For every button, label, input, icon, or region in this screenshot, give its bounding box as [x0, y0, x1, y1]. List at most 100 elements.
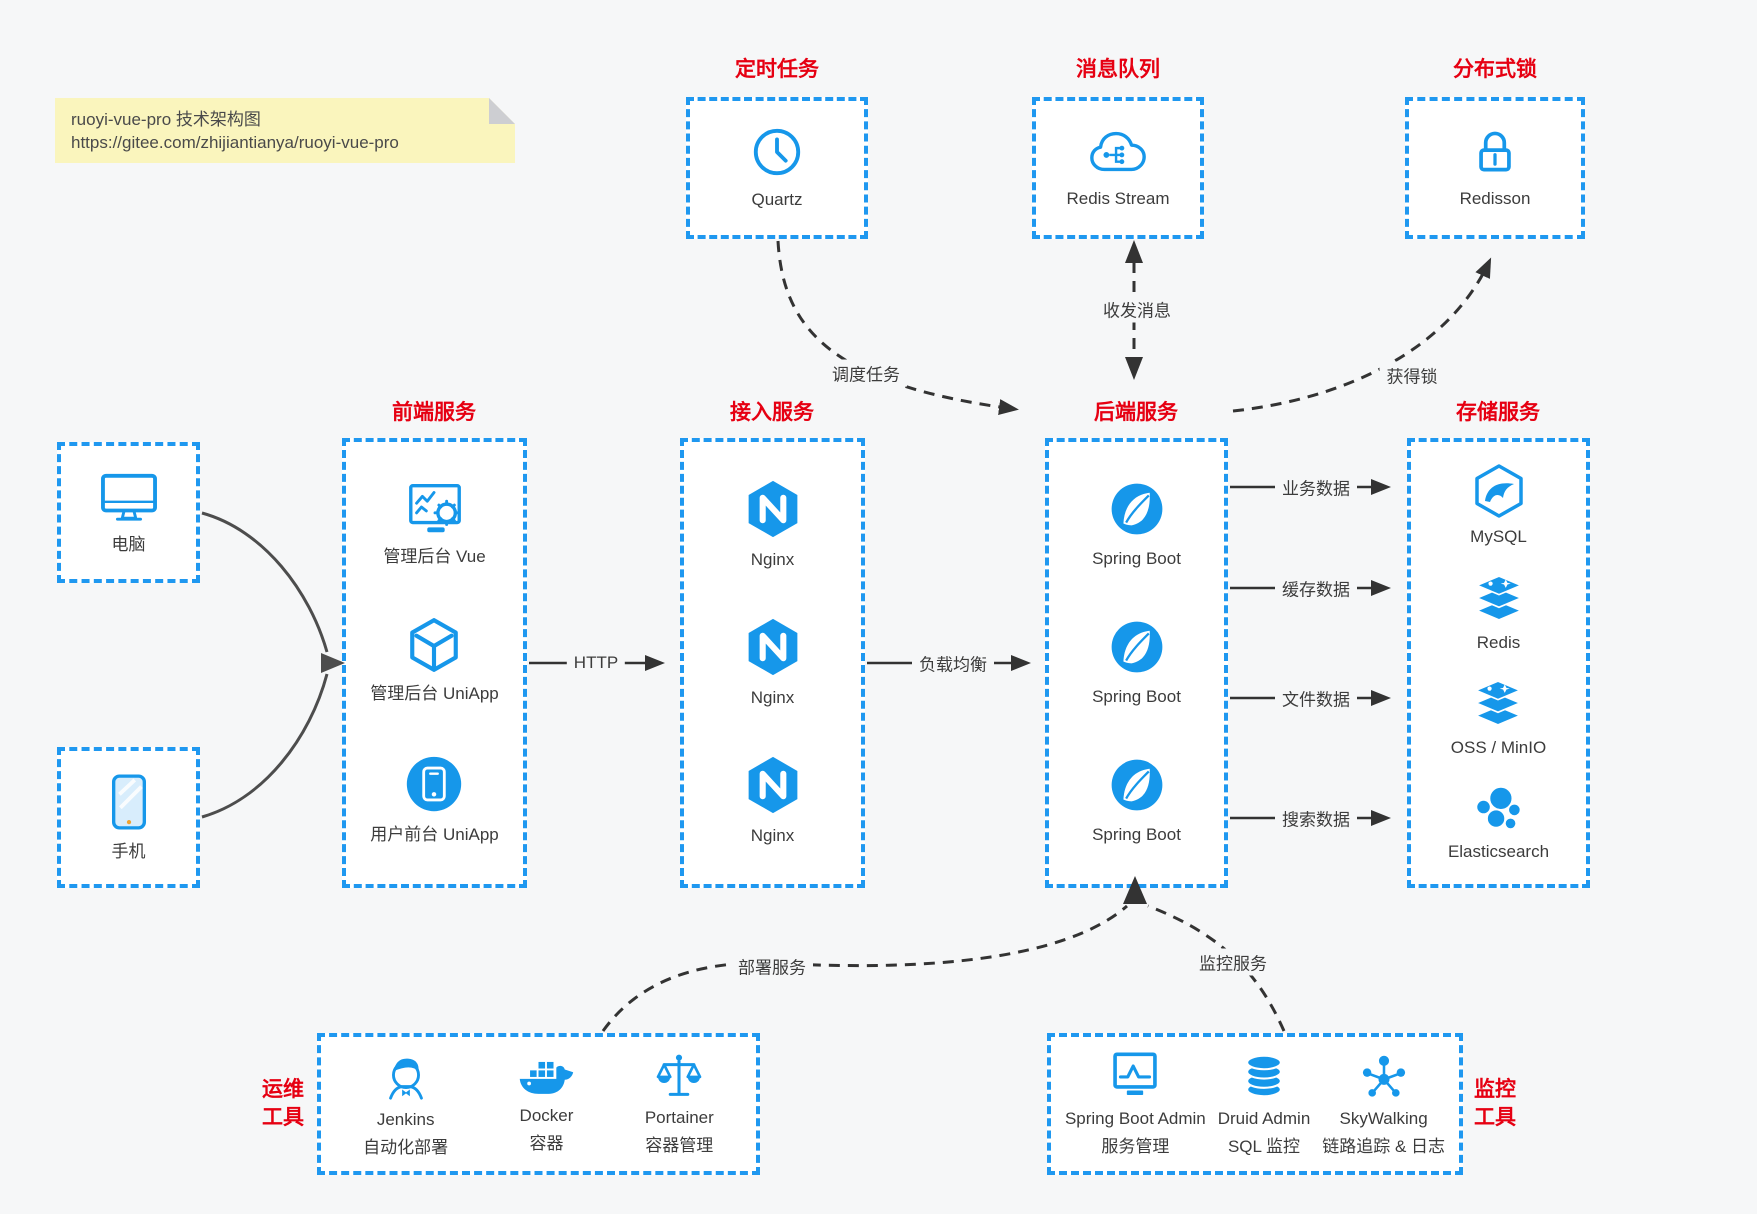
edge-label-monitor: 监控服务 [1192, 948, 1274, 976]
node-label: MySQL [1470, 527, 1527, 547]
node-label: Redis [1476, 632, 1521, 652]
phone-icon [111, 773, 146, 830]
title-monitor-line1: 监控 [1474, 1078, 1516, 1101]
lock-icon [1479, 131, 1511, 172]
admin-vue-icon [408, 484, 461, 533]
box-backend: Spring Boot Spring Boot Spring Boot [1045, 438, 1228, 888]
node-redisson: Redisson [1459, 126, 1531, 210]
node-spring-boot-1: Spring Boot [1092, 480, 1181, 570]
node-label: Spring Boot [1092, 549, 1181, 568]
druid-icon [1246, 1054, 1282, 1098]
node-sublabel: 服务管理 [1101, 1137, 1170, 1156]
node-elasticsearch: Elasticsearch [1448, 782, 1549, 863]
edge-label-business-data: 业务数据 [1275, 473, 1357, 501]
box-storage: MySQL Redis OSS / MinIO [1407, 438, 1590, 888]
node-label: OSS / MinIO [1450, 738, 1547, 758]
nginx-icon [748, 480, 797, 538]
title-ops-line2: 工具 [262, 1106, 304, 1129]
node-desktop: 电脑 [98, 470, 160, 556]
messages-arrowhead-down [1125, 357, 1143, 380]
title-frontend: 前端服务 [392, 401, 476, 424]
node-label: Spring Boot [1092, 687, 1181, 706]
node-portainer: Portainer 容器管理 [645, 1051, 714, 1157]
node-sublabel: 链路追踪 & 日志 [1322, 1137, 1446, 1156]
note-fold-corner [489, 98, 515, 124]
node-label: Redis Stream [1066, 189, 1170, 208]
node-druid-admin: Druid Admin SQL 监控 [1217, 1050, 1311, 1158]
node-label: Druid Admin [1217, 1109, 1311, 1128]
uniapp-cube-icon [410, 618, 459, 672]
edge-label-lock: 获得锁 [1379, 361, 1445, 389]
title-distributed-lock: 分布式锁 [1453, 58, 1537, 81]
clock-icon [753, 128, 801, 176]
node-label: Spring Boot Admin [1064, 1109, 1206, 1128]
edge-label-load-balance: 负载均衡 [912, 649, 994, 677]
mysql-icon [1474, 464, 1523, 518]
elasticsearch-icon [1475, 785, 1523, 830]
skywalking-icon [1362, 1055, 1405, 1097]
node-sublabel: SQL 监控 [1227, 1137, 1301, 1156]
box-monitor-tools: Spring Boot Admin 服务管理 Druid Admin SQL 监… [1047, 1033, 1463, 1175]
edge-acquire-lock [1232, 257, 1492, 413]
node-sublabel: 容器管理 [645, 1136, 714, 1155]
box-frontend: 管理后台 Vue 管理后台 UniApp 用户前台 UniApp [342, 438, 527, 888]
node-label: Redisson [1459, 189, 1531, 208]
node-label: 电脑 [111, 534, 146, 554]
edge-label-schedule: 调度任务 [825, 359, 907, 387]
node-spring-boot-2: Spring Boot [1092, 618, 1181, 708]
node-redis: Redis [1472, 571, 1526, 654]
node-label: 管理后台 Vue [383, 547, 486, 567]
edge-phone-to-frontend [201, 673, 329, 819]
title-backend: 后端服务 [1094, 401, 1178, 424]
edge-label-file-data: 文件数据 [1275, 684, 1357, 712]
sticky-note: ruoyi-vue-pro 技术架构图 https://gitee.com/zh… [55, 98, 515, 163]
edge-label-cache-data: 缓存数据 [1275, 574, 1357, 602]
note-url: https://gitee.com/zhijiantianya/ruoyi-vu… [71, 133, 399, 152]
nginx-icon [748, 756, 797, 814]
spring-boot-icon [1111, 621, 1162, 673]
redis-icon [1474, 574, 1523, 621]
node-label: 手机 [111, 841, 146, 861]
oss-icon [1474, 680, 1523, 727]
node-phone: 手机 [106, 773, 152, 863]
node-sublabel: 自动化部署 [363, 1138, 449, 1157]
box-gateway: Nginx Nginx Nginx [680, 438, 865, 888]
edge-label-deploy: 部署服务 [731, 952, 813, 980]
node-quartz: Quartz [750, 125, 804, 211]
node-jenkins: Jenkins 自动化部署 [363, 1049, 448, 1159]
box-message-queue: Redis Stream [1032, 97, 1204, 239]
node-label: Portainer [644, 1108, 714, 1127]
node-sublabel: 容器 [529, 1134, 564, 1153]
node-user-uniapp: 用户前台 UniApp [370, 754, 499, 846]
node-spring-boot-3: Spring Boot [1092, 756, 1181, 846]
title-monitor-line2: 工具 [1474, 1106, 1516, 1129]
node-nginx-1: Nginx [743, 479, 803, 571]
node-nginx-2: Nginx [743, 617, 803, 709]
box-scheduled-task: Quartz [686, 97, 868, 239]
node-redis-stream: Redis Stream [1066, 126, 1170, 210]
node-label: Nginx [750, 826, 795, 845]
box-phone-client: 手机 [57, 747, 200, 888]
node-label: SkyWalking [1339, 1109, 1428, 1128]
edge-label-search-data: 搜索数据 [1275, 804, 1357, 832]
node-label: Nginx [750, 550, 795, 569]
node-nginx-3: Nginx [743, 755, 803, 847]
box-distributed-lock: Redisson [1405, 97, 1585, 239]
node-label: Elasticsearch [1447, 841, 1550, 861]
node-label: Spring Boot [1092, 825, 1181, 844]
spring-boot-icon [1111, 759, 1162, 811]
spring-boot-icon [1111, 483, 1162, 535]
portainer-icon [656, 1054, 702, 1096]
edge-label-http: HTTP [566, 652, 626, 674]
spring-boot-admin-icon [1113, 1052, 1158, 1096]
node-mysql: MySQL [1470, 463, 1527, 548]
messages-arrowhead-up [1125, 240, 1143, 263]
title-ops-line1: 运维 [262, 1078, 304, 1101]
title-monitor-tools: 监控 工具 [1471, 1076, 1519, 1132]
user-app-icon [407, 756, 462, 811]
title-message-queue: 消息队列 [1076, 58, 1160, 81]
title-scheduled-task: 定时任务 [735, 58, 819, 81]
node-admin-vue: 管理后台 Vue [383, 480, 486, 568]
title-ops-tools: 运维 工具 [259, 1076, 307, 1132]
